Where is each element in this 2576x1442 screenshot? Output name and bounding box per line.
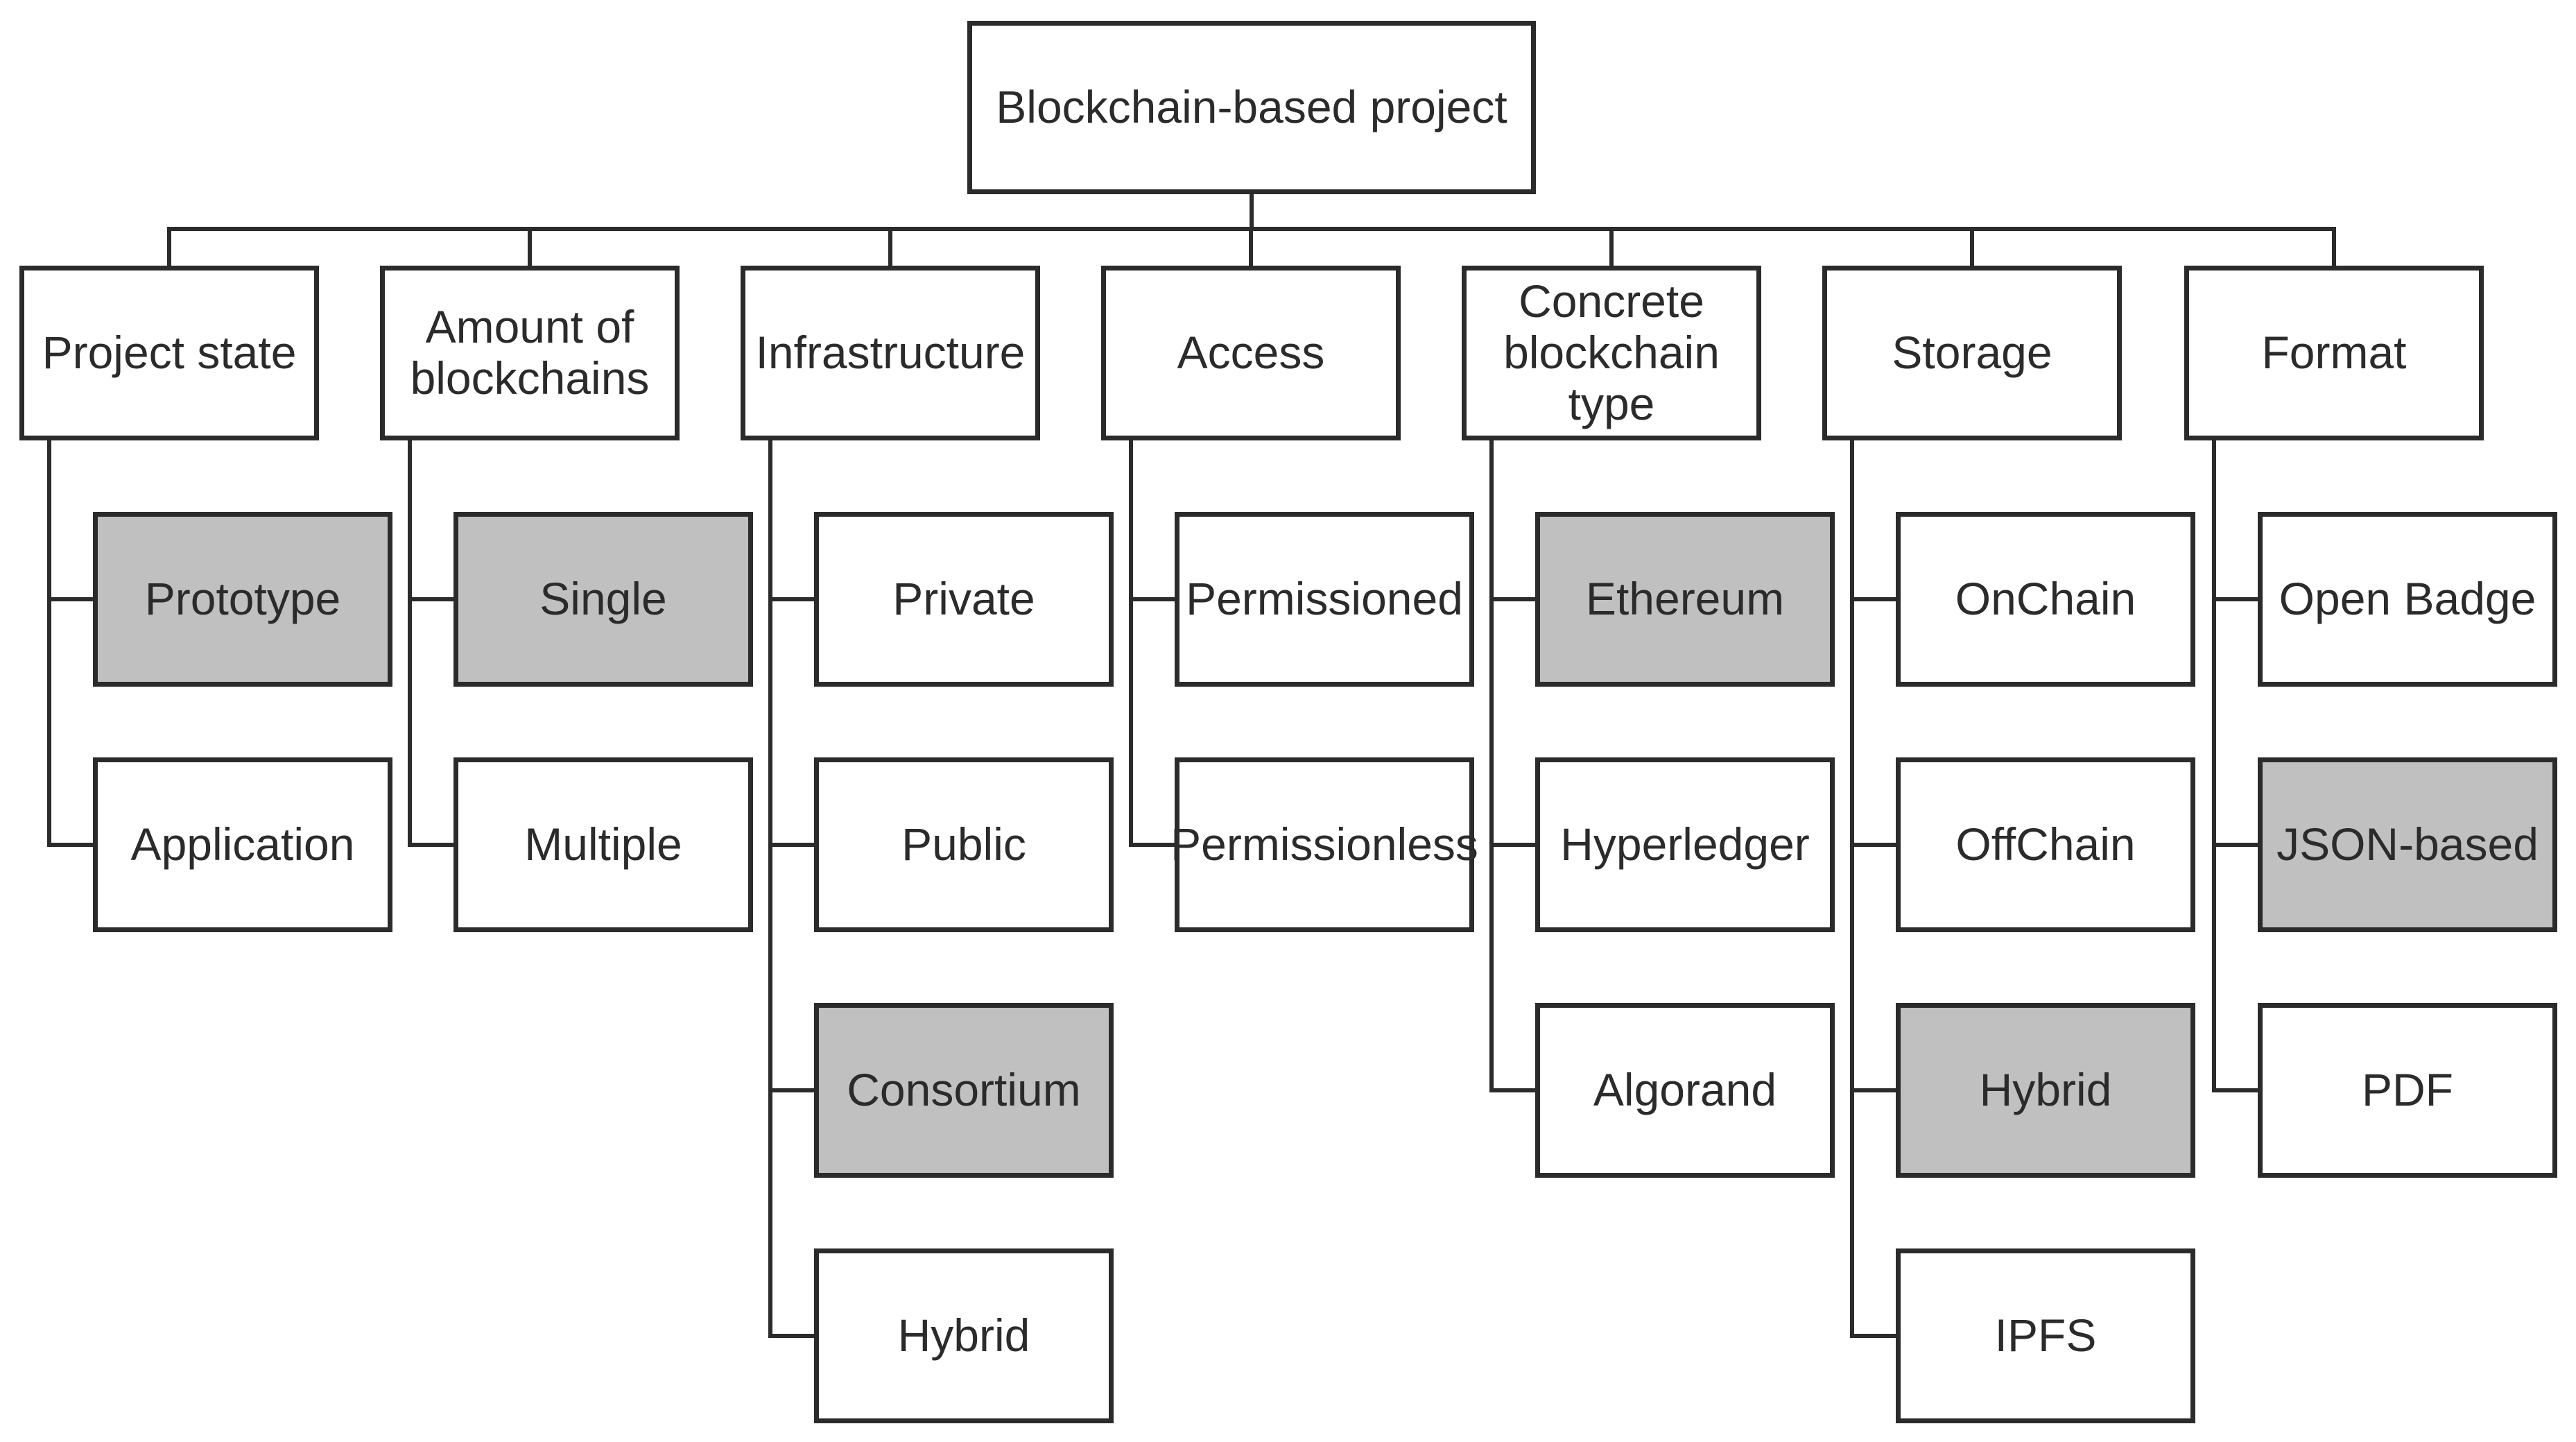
option-node-label: Open Badge bbox=[2279, 573, 2536, 625]
category-node-storage: Storage bbox=[1822, 266, 2122, 440]
category-node-label: Storage bbox=[1892, 327, 2052, 379]
category-node-infrastructure: Infrastructure bbox=[741, 266, 1040, 440]
option-node-label: JSON-based bbox=[2276, 818, 2539, 870]
category-node-label: Infrastructure bbox=[755, 327, 1026, 379]
option-node-hybrid-highlighted: Hybrid bbox=[1896, 1003, 2195, 1178]
option-node-json-based-highlighted: JSON-based bbox=[2258, 757, 2557, 932]
option-node-label: Hybrid bbox=[1979, 1064, 2112, 1116]
category-node-format: Format bbox=[2184, 266, 2484, 440]
option-node-label: Permissioned bbox=[1186, 573, 1463, 625]
option-node-private: Private bbox=[814, 512, 1114, 687]
option-node-pdf: PDF bbox=[2258, 1003, 2557, 1178]
option-node-label: OnChain bbox=[1955, 573, 2136, 625]
option-node-label: Private bbox=[892, 573, 1035, 625]
category-node-label: Format bbox=[2261, 327, 2407, 379]
option-node-label: PDF bbox=[2362, 1064, 2453, 1116]
option-node-onchain: OnChain bbox=[1896, 512, 2195, 687]
option-node-label: Application bbox=[130, 818, 355, 870]
option-node-label: Multiple bbox=[524, 818, 682, 870]
option-node-label: Public bbox=[901, 818, 1026, 870]
option-node-label: Consortium bbox=[847, 1064, 1081, 1116]
option-node-label: OffChain bbox=[1955, 818, 2136, 870]
option-node-label: Algorand bbox=[1593, 1064, 1777, 1116]
root-node-label: Blockchain-based project bbox=[996, 81, 1507, 133]
option-node-offchain: OffChain bbox=[1896, 757, 2195, 932]
root-node: Blockchain-based project bbox=[967, 21, 1536, 194]
option-node-hyperledger: Hyperledger bbox=[1535, 757, 1835, 932]
option-node-label: IPFS bbox=[1994, 1310, 2097, 1362]
option-node-prototype-highlighted: Prototype bbox=[93, 512, 392, 687]
option-node-application: Application bbox=[93, 757, 392, 932]
option-node-label: Prototype bbox=[144, 573, 341, 625]
option-node-algorand: Algorand bbox=[1535, 1003, 1835, 1178]
option-node-label: Ethereum bbox=[1585, 573, 1785, 625]
option-node-label: Hybrid bbox=[897, 1310, 1030, 1362]
category-node-label: Project state bbox=[42, 327, 297, 379]
option-node-ipfs: IPFS bbox=[1896, 1248, 2195, 1423]
option-node-hybrid: Hybrid bbox=[814, 1248, 1114, 1423]
option-node-public: Public bbox=[814, 757, 1114, 932]
option-node-label: Permissionless bbox=[1170, 818, 1478, 870]
category-node-label: Access bbox=[1177, 327, 1325, 379]
option-node-open-badge: Open Badge bbox=[2258, 512, 2557, 687]
category-node-project-state: Project state bbox=[19, 266, 319, 440]
option-node-ethereum-highlighted: Ethereum bbox=[1535, 512, 1835, 687]
category-node-access: Access bbox=[1101, 266, 1401, 440]
option-node-permissionless: Permissionless bbox=[1170, 757, 1478, 932]
option-node-permissioned: Permissioned bbox=[1175, 512, 1474, 687]
option-node-label: Hyperledger bbox=[1560, 818, 1810, 870]
option-node-single-highlighted: Single bbox=[453, 512, 753, 687]
option-node-label: Single bbox=[539, 573, 667, 625]
option-node-multiple: Multiple bbox=[453, 757, 753, 932]
option-node-consortium-highlighted: Consortium bbox=[814, 1003, 1114, 1178]
